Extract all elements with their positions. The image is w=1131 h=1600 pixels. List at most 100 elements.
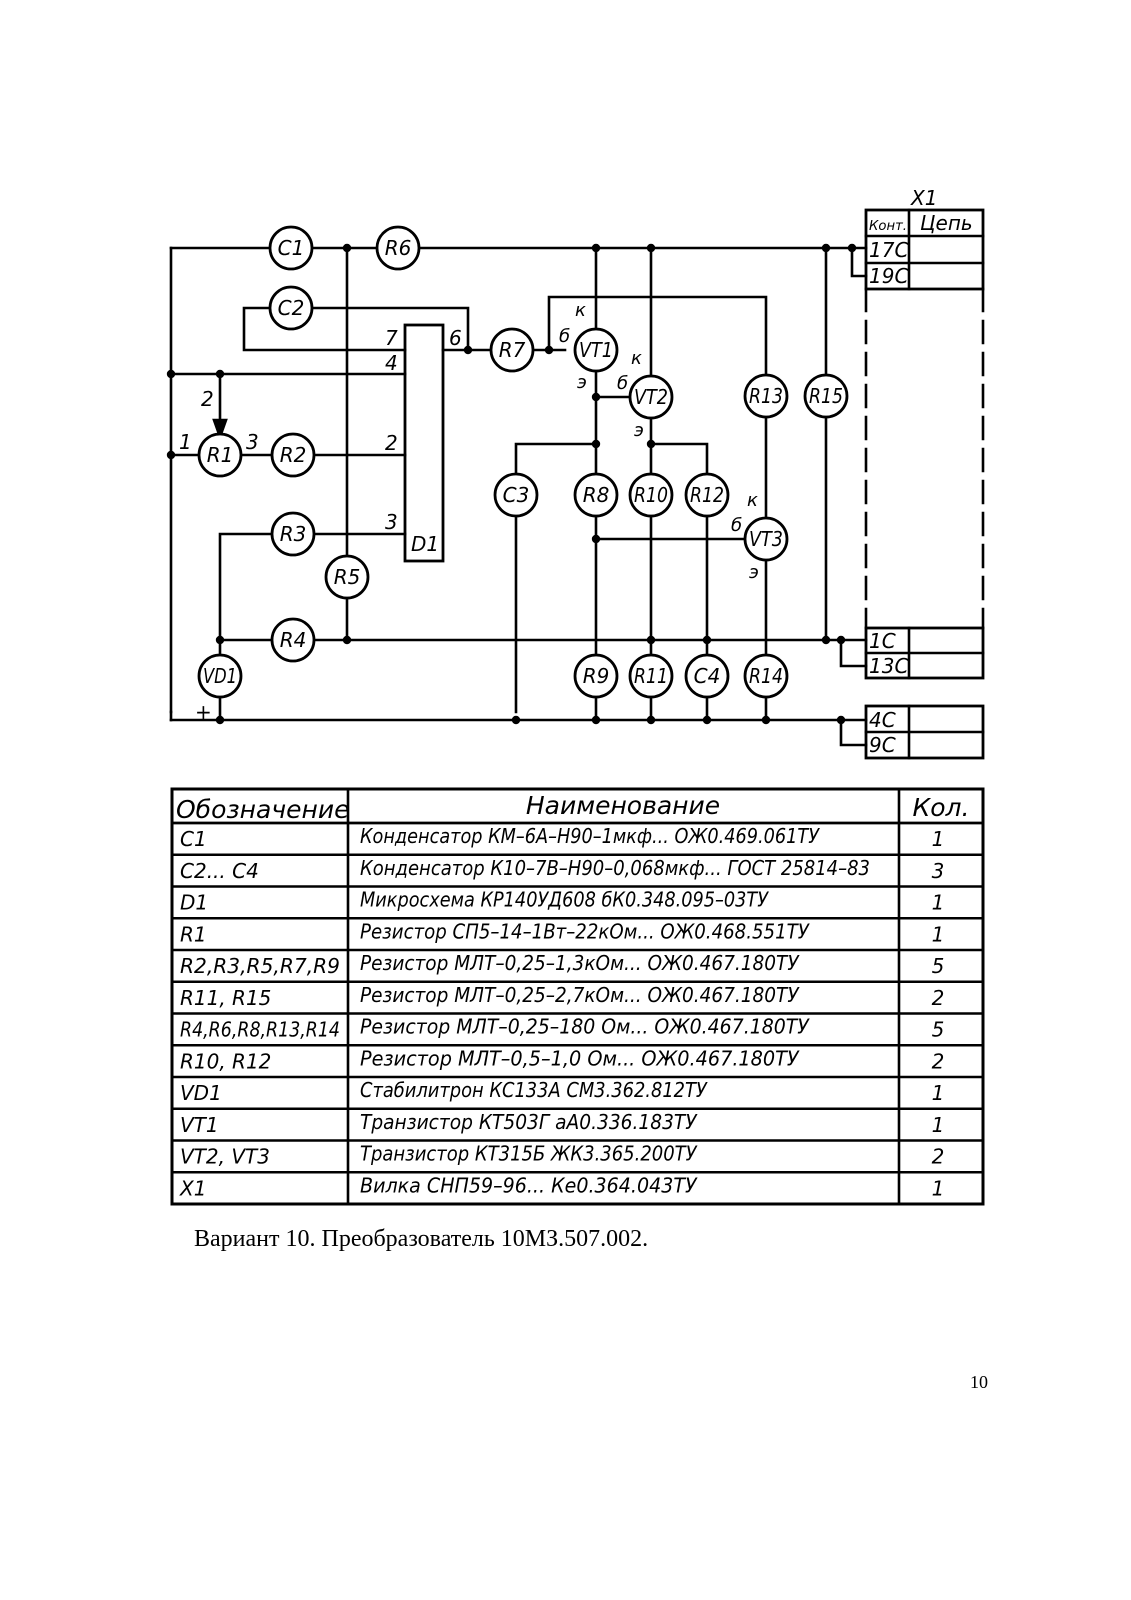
terminal-label: б — [731, 515, 742, 536]
component-r10: R10 — [628, 472, 674, 518]
terminal-label: к — [631, 348, 642, 369]
bom-name: Стабилитрон КС133А СМ3.362.812ТУ — [360, 1078, 708, 1102]
junction-dot — [591, 243, 601, 253]
component-circle — [743, 373, 789, 419]
connector-x1-label: X1 — [910, 186, 937, 210]
component-c4: C4 — [684, 653, 730, 699]
component-label: VT3 — [749, 527, 783, 551]
wire — [839, 638, 868, 668]
bom-row: R2,R3,R5,R7,R9 Резистор МЛТ–0,25–1,3кОм..… — [180, 951, 944, 978]
component-r2: R2 — [270, 432, 316, 478]
junction-dot — [215, 715, 225, 725]
bom-name: Транзистор КТ503Г аА0.336.183ТУ — [360, 1110, 698, 1134]
bom-qty: 2 — [932, 986, 945, 1010]
schematic-labels: 7 6 4 2 3 D1 2 1 3 к б э к б э к б э + X… — [179, 186, 973, 757]
component-circle — [573, 472, 619, 518]
junction-dot — [166, 450, 176, 460]
junction-dot — [591, 715, 601, 725]
terminal-label: б — [617, 373, 628, 394]
junction-dot — [591, 392, 601, 402]
connector-contact: 4С — [869, 708, 896, 732]
pin-label: 2 — [385, 431, 398, 455]
junction-dot — [646, 715, 656, 725]
bom-qty: 1 — [932, 827, 945, 851]
bom-qty: 1 — [932, 1113, 945, 1137]
pin-label: 3 — [246, 430, 259, 454]
bom-name: Микросхема КР140УД608 бК0.348.095–03ТУ — [360, 888, 770, 912]
bom-name: Транзистор КТ315Б ЖК3.365.200ТУ — [360, 1142, 698, 1166]
bom-designation: D1 — [180, 891, 208, 915]
bom-qty: 2 — [932, 1049, 945, 1073]
bom-designation: С1 — [180, 827, 207, 851]
component-vt1: VT1 — [573, 327, 619, 373]
bom-designation: R2,R3,R5,R7,R9 — [180, 954, 340, 978]
junction-dot — [646, 635, 656, 645]
component-circle — [489, 327, 535, 373]
wire — [242, 306, 407, 352]
terminal-label: э — [749, 562, 759, 583]
component-circle — [573, 653, 619, 699]
component-circle — [493, 472, 539, 518]
bom-name: Вилка СНП59–96... Ке0.364.043ТУ — [360, 1173, 698, 1197]
component-r12: R12 — [684, 472, 730, 518]
connector-header-contact: Конт. — [869, 219, 907, 234]
bom-designation: VD1 — [180, 1081, 222, 1105]
bom-designation: R11, R15 — [180, 986, 271, 1010]
page-number: 10 — [970, 1372, 988, 1392]
component-r4: R4 — [270, 617, 316, 663]
bom-grid — [170, 787, 985, 1206]
bom-header-qty: Кол. — [913, 793, 970, 822]
connector-contact: 9С — [869, 733, 896, 757]
component-label: R3 — [280, 522, 307, 546]
component-vt2: VT2 — [628, 374, 674, 420]
component-label: R7 — [499, 338, 526, 362]
junction-dot — [821, 635, 831, 645]
junction-dot — [646, 439, 656, 449]
component-circle — [268, 225, 314, 271]
junction-dot — [591, 439, 601, 449]
bom-designation: R10, R12 — [180, 1049, 271, 1073]
wiper-arrow — [212, 418, 228, 441]
caption: Вариант 10. Преобразователь 10МЗ.507.002… — [194, 1226, 649, 1252]
component-c3: C3 — [493, 472, 539, 518]
wire — [850, 246, 868, 278]
connector-contact: 13С — [869, 654, 908, 678]
component-r13: R13 — [743, 373, 789, 419]
connector-contact: 19С — [869, 264, 908, 288]
component-label: R1 — [207, 443, 234, 467]
junction-dot — [761, 715, 771, 725]
junction-dot — [702, 715, 712, 725]
component-label: R4 — [280, 628, 307, 652]
bom-name: Резистор МЛТ–0,25–1,3кОм... ОЖ0.467.180Т… — [360, 951, 800, 975]
bom-qty: 3 — [932, 859, 945, 883]
pin-label: 2 — [201, 387, 214, 411]
component-circle — [743, 653, 789, 699]
component-label: R15 — [809, 384, 843, 408]
bom-qty: 1 — [932, 1176, 945, 1200]
component-label-d1: D1 — [411, 532, 439, 556]
junction-dot — [836, 715, 846, 725]
component-r15: R15 — [803, 373, 849, 419]
bom-outer-frame — [170, 787, 985, 1206]
wire — [547, 295, 768, 377]
wire — [839, 718, 868, 747]
bom-qty: 1 — [932, 1081, 945, 1105]
bom-qty: 1 — [932, 891, 945, 915]
component-circle — [268, 285, 314, 331]
bom-qty: 1 — [932, 922, 945, 946]
component-label: VT2 — [634, 385, 668, 409]
component-circle — [803, 373, 849, 419]
component-label: R13 — [749, 384, 783, 408]
component-label: C4 — [694, 664, 721, 688]
junction-dot — [591, 534, 601, 544]
component-r1: R1 — [197, 432, 243, 478]
bom-qty: 2 — [932, 1145, 945, 1169]
connector-header-circuit: Цепь — [920, 211, 973, 235]
component-r8: R8 — [573, 472, 619, 518]
